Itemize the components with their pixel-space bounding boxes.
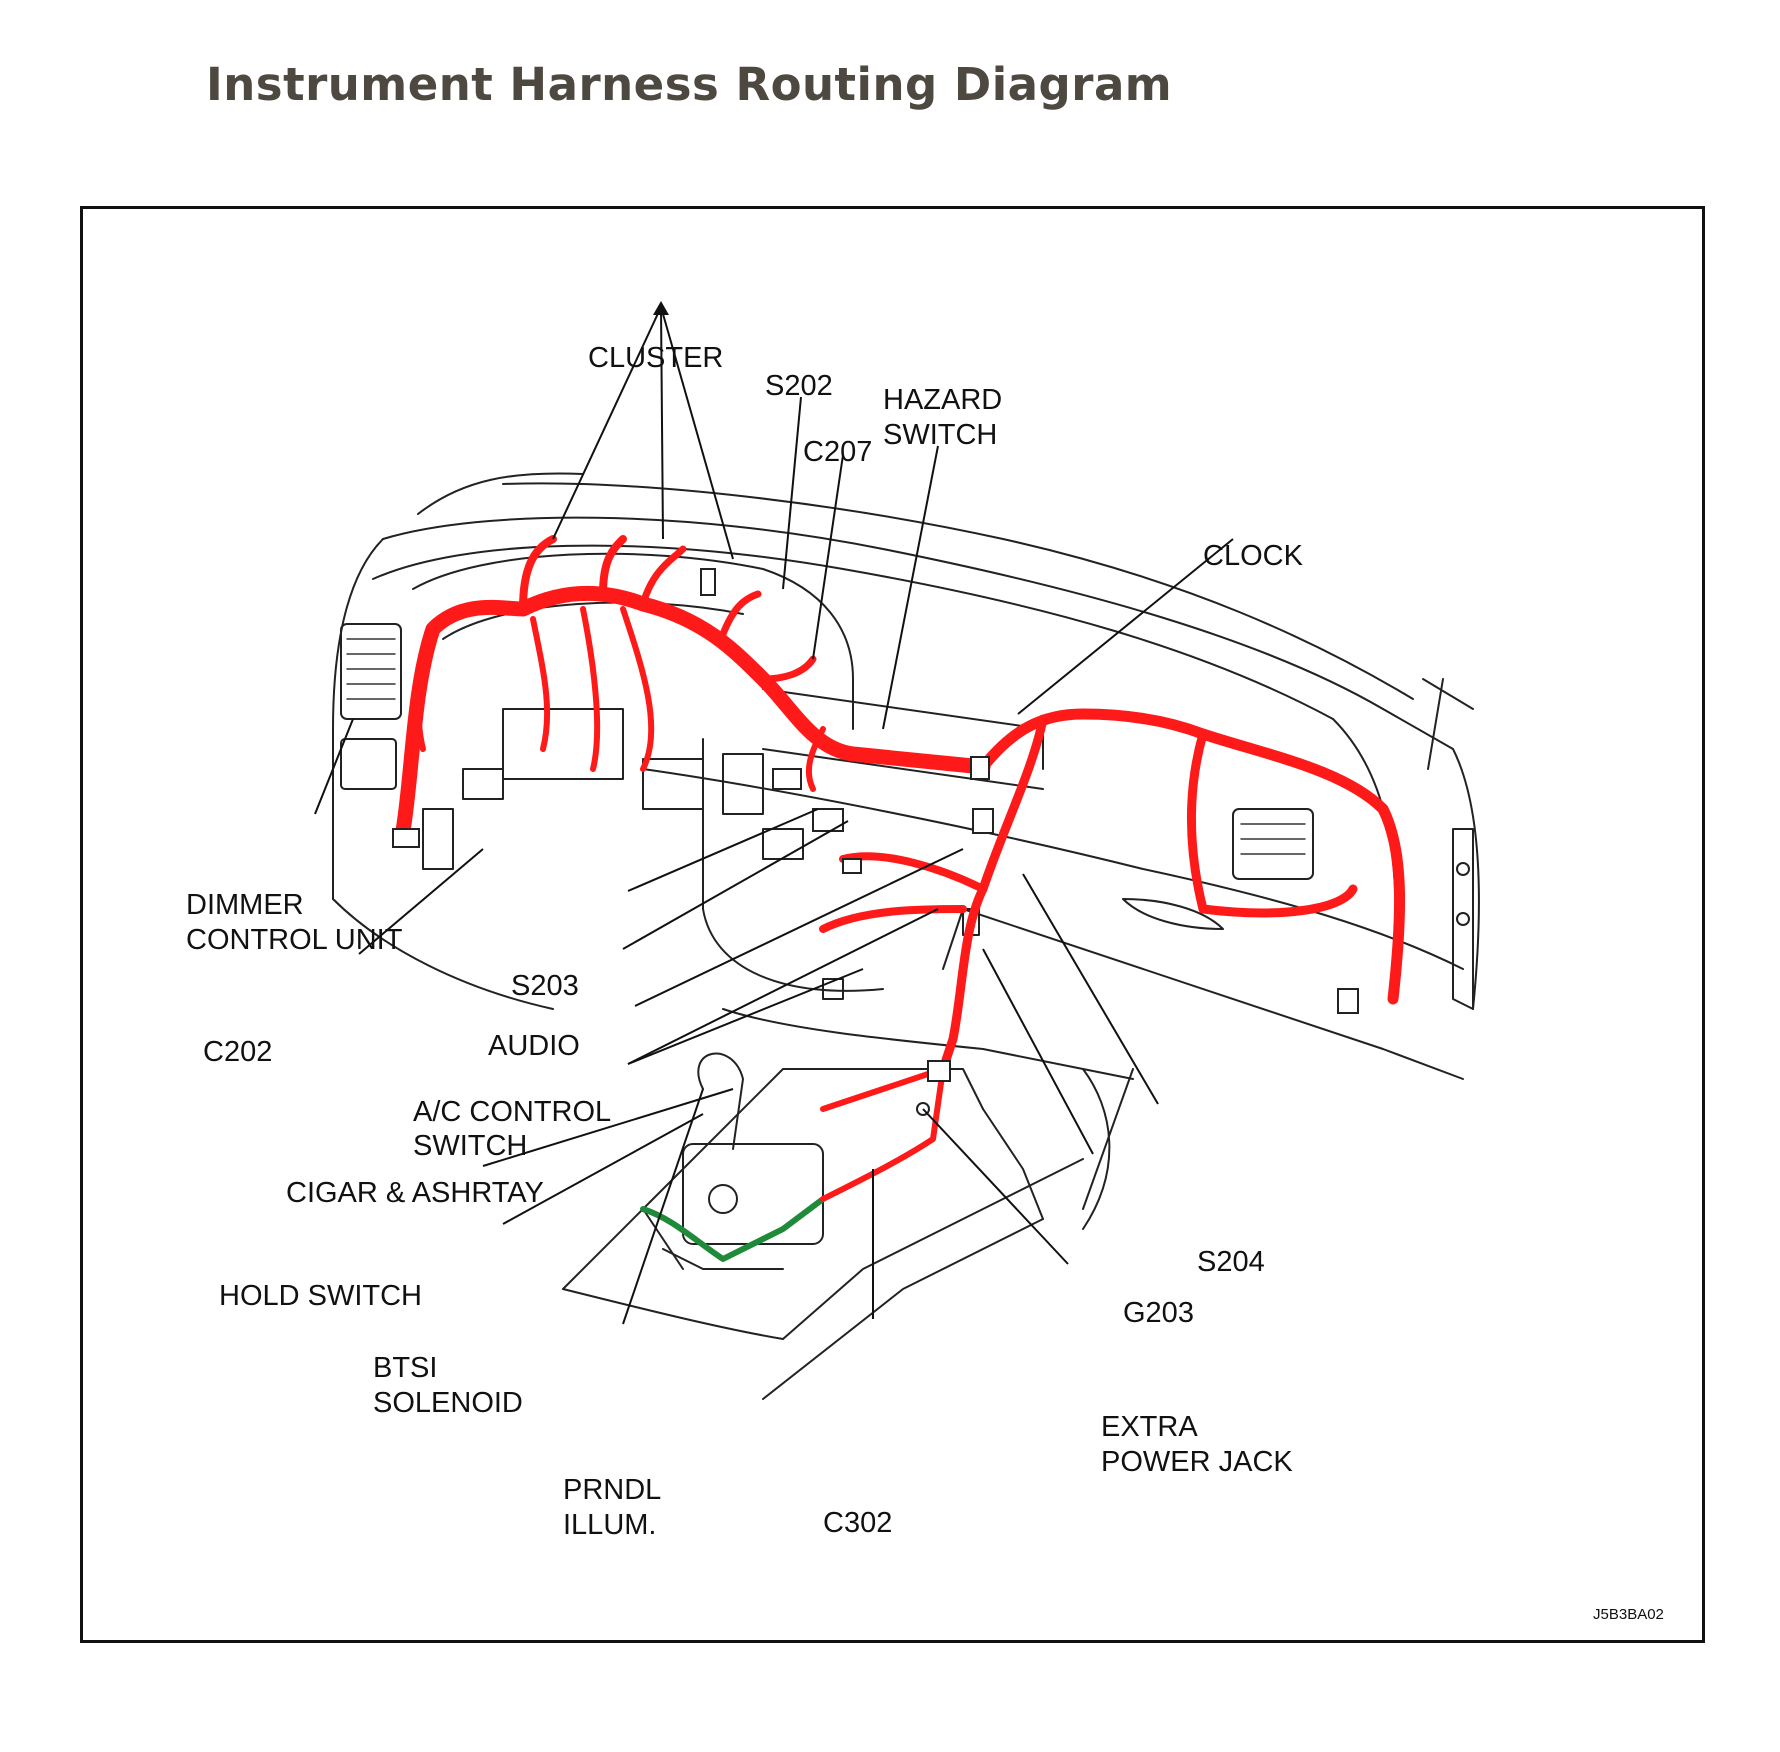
label-c302: C302 bbox=[823, 1507, 892, 1539]
callout-labels: CLUSTER S202 HAZARD SWITCH C207 CLOCK DI… bbox=[186, 342, 1664, 1623]
label-s204: S204 bbox=[1197, 1246, 1265, 1278]
label-cigar: CIGAR & ASHRTAY bbox=[286, 1177, 544, 1209]
label-g203: G203 bbox=[1123, 1297, 1194, 1329]
label-dimmer-2: CONTROL UNIT bbox=[186, 924, 403, 956]
label-s203: S203 bbox=[511, 970, 579, 1002]
leader-lines bbox=[314, 301, 1234, 1325]
console-harness-red bbox=[820, 1066, 946, 1202]
label-btsi-1: BTSI bbox=[373, 1352, 437, 1384]
label-prndl-1: PRNDL bbox=[563, 1474, 661, 1506]
label-hazard-2: SWITCH bbox=[883, 419, 997, 451]
label-extra-2: POWER JACK bbox=[1101, 1446, 1293, 1478]
label-extra-1: EXTRA bbox=[1101, 1411, 1198, 1443]
label-clock: CLOCK bbox=[1203, 540, 1304, 572]
label-prndl-2: ILLUM. bbox=[563, 1509, 656, 1541]
connectors bbox=[392, 568, 1359, 1116]
label-hazard-1: HAZARD bbox=[883, 384, 1002, 416]
label-s202: S202 bbox=[765, 370, 833, 402]
label-hold-switch: HOLD SWITCH bbox=[219, 1280, 422, 1312]
label-audio: AUDIO bbox=[488, 1030, 580, 1062]
label-cluster: CLUSTER bbox=[588, 342, 723, 374]
figure-code: J5B3BA02 bbox=[1593, 1606, 1664, 1623]
instrument-harness bbox=[395, 535, 1406, 1112]
label-ac-2: SWITCH bbox=[413, 1130, 527, 1162]
console-harness-green bbox=[640, 1196, 826, 1262]
label-c202: C202 bbox=[203, 1036, 272, 1068]
diagram-frame: CLUSTER S202 HAZARD SWITCH C207 CLOCK DI… bbox=[80, 206, 1705, 1643]
label-c207: C207 bbox=[803, 436, 872, 468]
page-title: Instrument Harness Routing Diagram bbox=[206, 58, 1173, 111]
label-ac-1: A/C CONTROL bbox=[413, 1096, 611, 1128]
dashboard-outline bbox=[332, 472, 1480, 1400]
harness-diagram: CLUSTER S202 HAZARD SWITCH C207 CLOCK DI… bbox=[186, 301, 1664, 1623]
label-dimmer-1: DIMMER bbox=[186, 889, 304, 921]
label-btsi-2: SOLENOID bbox=[373, 1387, 523, 1419]
